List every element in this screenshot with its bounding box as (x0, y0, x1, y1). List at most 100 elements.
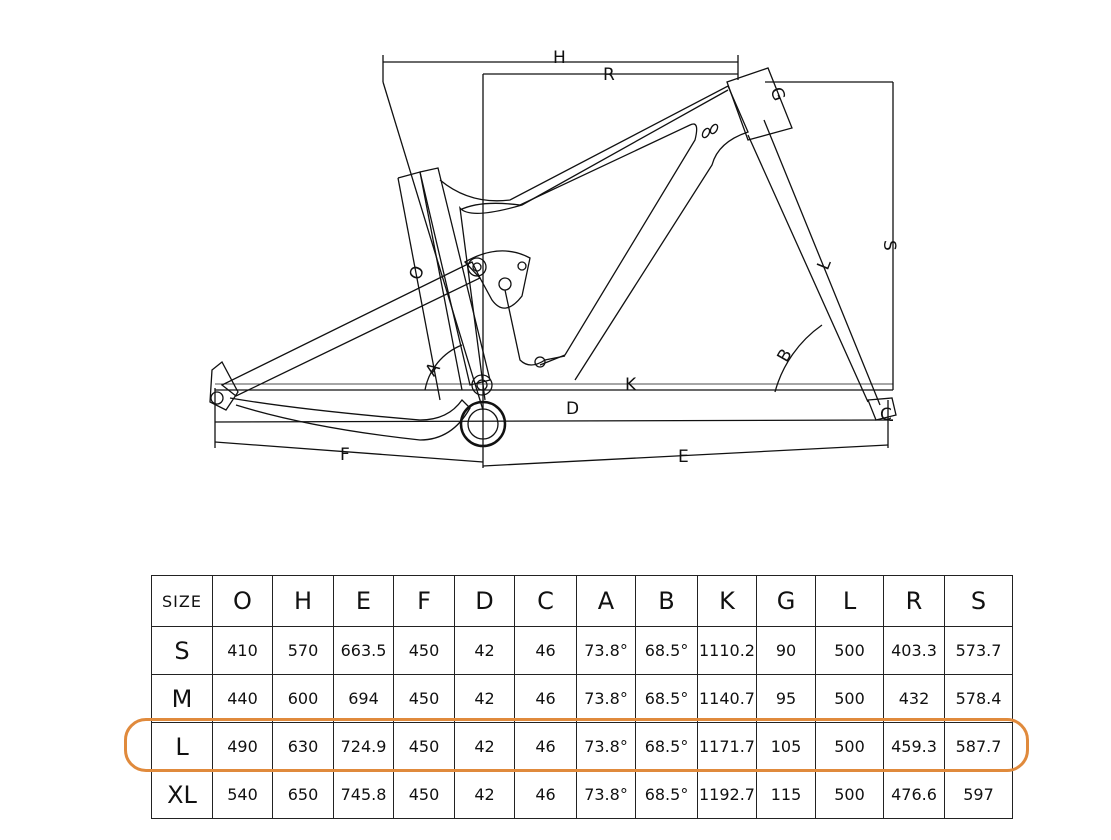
column-header-c: C (514, 575, 577, 627)
label-h: H (553, 48, 566, 68)
table-cell: 570 (272, 626, 334, 675)
table-cell: 73.8° (576, 626, 636, 675)
pivot-upper (467, 257, 487, 277)
label-e: E (678, 447, 689, 467)
table-cell: 90 (756, 626, 816, 675)
label-g: G (765, 85, 788, 104)
table-cell: 459.3 (883, 722, 945, 771)
column-header-b: B (635, 575, 698, 627)
row-size-label: M (151, 674, 213, 723)
column-header-e: E (333, 575, 394, 627)
table-cell: 46 (514, 722, 577, 771)
table-cell: 73.8° (576, 722, 636, 771)
head-tube-box (726, 67, 793, 141)
table-cell: 500 (815, 626, 884, 675)
table-cell: 663.5 (333, 626, 394, 675)
label-r: R (603, 65, 615, 85)
label-d: D (566, 399, 579, 419)
table-cell: 587.7 (944, 722, 1013, 771)
table-cell: 450 (393, 770, 455, 819)
table-cell: 450 (393, 626, 455, 675)
seat-axis-line (382, 81, 484, 411)
column-header-l: L (815, 575, 884, 627)
angle-arc-b (774, 324, 823, 393)
angle-arc-a (424, 344, 463, 391)
pivot-main (471, 374, 493, 396)
rocker-link (463, 250, 531, 309)
table-cell: 403.3 (883, 626, 945, 675)
table-cell: 450 (393, 722, 455, 771)
label-s: S (879, 240, 899, 251)
table-cell: 1192.7 (697, 770, 757, 819)
table-cell: 540 (212, 770, 273, 819)
frame-geometry-diagram: H R G S L O A B K C D F E (209, 48, 899, 468)
column-header-g: G (756, 575, 816, 627)
label-c: C (880, 405, 892, 425)
table-cell: 450 (393, 674, 455, 723)
table-cell: 68.5° (635, 674, 698, 723)
column-header-r: R (883, 575, 945, 627)
table-cell: 42 (454, 626, 515, 675)
row-size-label: S (151, 626, 213, 675)
table-cell: 46 (514, 674, 577, 723)
table-cell: 500 (815, 722, 884, 771)
table-cell: 68.5° (635, 626, 698, 675)
pivot-shock (534, 356, 546, 368)
column-header-h: H (272, 575, 334, 627)
label-l: L (814, 256, 836, 273)
table-cell: 440 (212, 674, 273, 723)
table-cell: 42 (454, 770, 515, 819)
table-cell: 73.8° (576, 674, 636, 723)
chain-stay (229, 397, 471, 441)
label-f: F (340, 445, 350, 465)
pivot-rocker (498, 277, 512, 291)
label-o: O (406, 263, 429, 282)
inner-triangle (459, 123, 698, 366)
dim-line-o (397, 171, 463, 391)
table-cell: 42 (454, 674, 515, 723)
top-tube (439, 85, 749, 381)
bottom-bracket (459, 400, 507, 448)
column-header-f: F (393, 575, 455, 627)
table-cell: 46 (514, 770, 577, 819)
table-cell: 46 (514, 626, 577, 675)
table-cell: 42 (454, 722, 515, 771)
down-tube (459, 89, 729, 401)
table-cell: 410 (212, 626, 273, 675)
table-cell: 68.5° (635, 770, 698, 819)
table-cell: 95 (756, 674, 816, 723)
table-cell: 650 (272, 770, 334, 819)
column-header-size: SIZE (151, 575, 213, 627)
table-cell: 745.8 (333, 770, 394, 819)
table-cell: 1171.7 (697, 722, 757, 771)
rear-dropout (209, 361, 239, 411)
row-size-label: XL (151, 770, 213, 819)
diagram-labels: H R G S L O A B K C D F E (340, 48, 899, 467)
table-cell: 432 (883, 674, 945, 723)
table-cell: 476.6 (883, 770, 945, 819)
column-header-a: A (576, 575, 636, 627)
dim-line-l (763, 119, 881, 406)
dim-line-e (482, 444, 889, 467)
table-cell: 630 (272, 722, 334, 771)
table-cell: 68.5° (635, 722, 698, 771)
column-header-s: S (944, 575, 1013, 627)
table-cell: 1140.7 (697, 674, 757, 723)
table-cell: 500 (815, 770, 884, 819)
column-header-k: K (697, 575, 757, 627)
table-cell: 724.9 (333, 722, 394, 771)
rear-axle (210, 391, 224, 405)
table-cell: 490 (212, 722, 273, 771)
label-b: B (773, 346, 796, 366)
table-cell: 115 (756, 770, 816, 819)
table-cell: 573.7 (944, 626, 1013, 675)
table-cell: 500 (815, 674, 884, 723)
table-cell: 578.4 (944, 674, 1013, 723)
table-cell: 1110.2 (697, 626, 757, 675)
shock-body (504, 289, 566, 366)
column-header-o: O (212, 575, 273, 627)
